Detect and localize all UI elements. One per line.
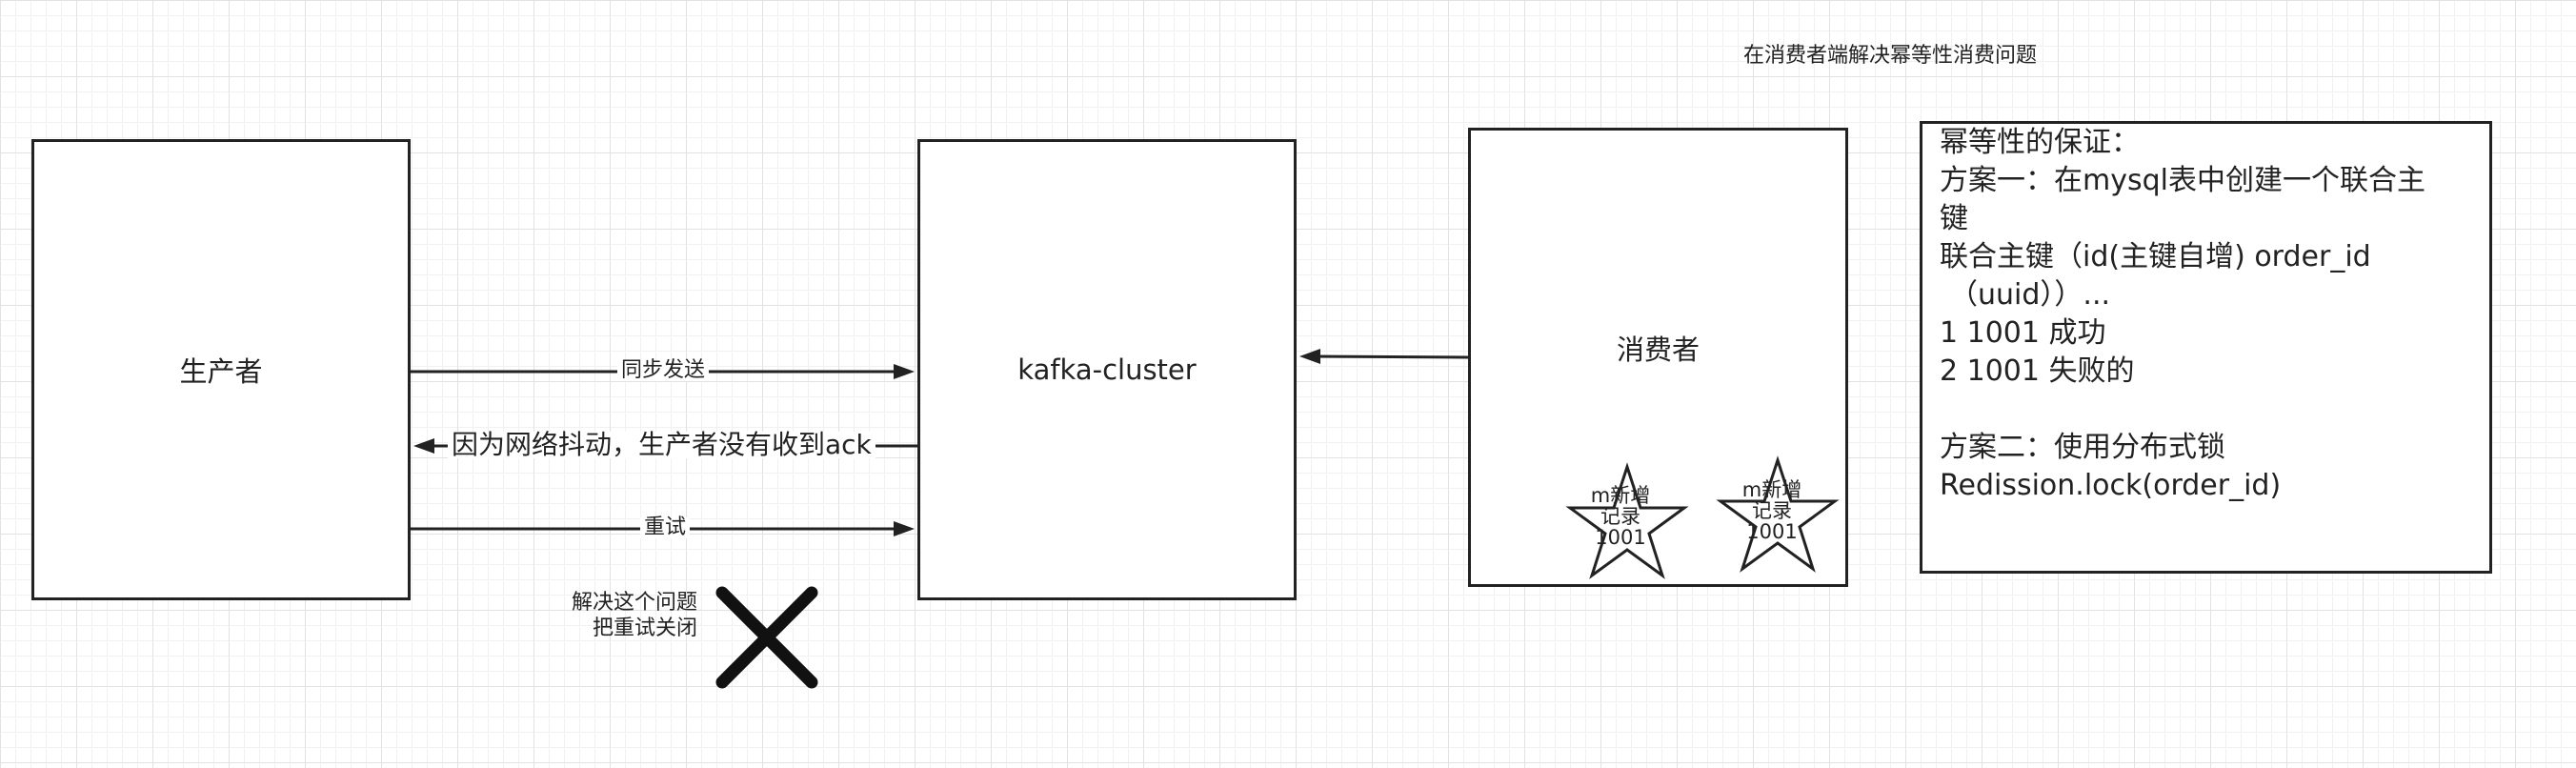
consumer-node[interactable]: 消费者 — [1468, 128, 1848, 587]
star-text-line: 1001 — [1595, 526, 1646, 549]
kafka-cluster-label: kafka-cluster — [1017, 354, 1197, 386]
note-line: （uuid））... — [1949, 278, 2111, 312]
edge-label-retry: 重试 — [640, 517, 691, 538]
producer-node[interactable]: 生产者 — [31, 139, 411, 600]
edge-label-ack-lost: 因为网络抖动，生产者没有收到ack — [448, 432, 875, 458]
note-line: Redission.lock(order_id) — [1940, 469, 2282, 502]
fix-note-line: 把重试关闭 — [593, 616, 698, 640]
edge-label-sync-send: 同步发送 — [617, 360, 710, 381]
note-line: 2 1001 失败的 — [1940, 354, 2135, 388]
star-record-label: m新增 记录 1001 — [1559, 485, 1682, 548]
star-text-line: m新增 — [1590, 484, 1651, 507]
diagram-caption: 在消费者端解决幂等性消费问题 — [1743, 44, 2038, 68]
note-line: 1 1001 成功 — [1940, 316, 2106, 350]
star-text-line: 记录 — [1752, 499, 1792, 522]
star-record-label: m新增 记录 1001 — [1710, 479, 1834, 542]
idempotency-note[interactable]: 幂等性的保证： 方案一：在mysql表中创建一个联合主 键 联合主键（id(主键… — [1920, 121, 2492, 574]
star-text-line: m新增 — [1741, 478, 1802, 501]
fix-note: 解决这个问题 把重试关闭 — [572, 590, 697, 641]
note-line — [1940, 391, 2478, 429]
note-line: 方案一：在mysql表中创建一个联合主 — [1940, 164, 2425, 197]
consumer-label: 消费者 — [1616, 333, 1700, 366]
note-line: 键 — [1940, 202, 1968, 235]
star-shape — [1565, 462, 1689, 579]
producer-label: 生产者 — [179, 355, 263, 388]
fix-note-line: 解决这个问题 — [572, 591, 698, 615]
star-text-line: 1001 — [1746, 520, 1798, 543]
edge-consumer-pull — [1299, 349, 1469, 364]
note-line: 幂等性的保证： — [1940, 126, 2140, 159]
note-line: 方案二：使用分布式锁 — [1940, 431, 2225, 464]
kafka-cluster-node[interactable]: kafka-cluster — [917, 139, 1297, 600]
close-icon — [715, 586, 818, 689]
star-text-line: 记录 — [1600, 505, 1640, 528]
note-line: 联合主键（id(主键自增) order_id — [1940, 240, 2371, 273]
star-shape — [1716, 455, 1840, 573]
